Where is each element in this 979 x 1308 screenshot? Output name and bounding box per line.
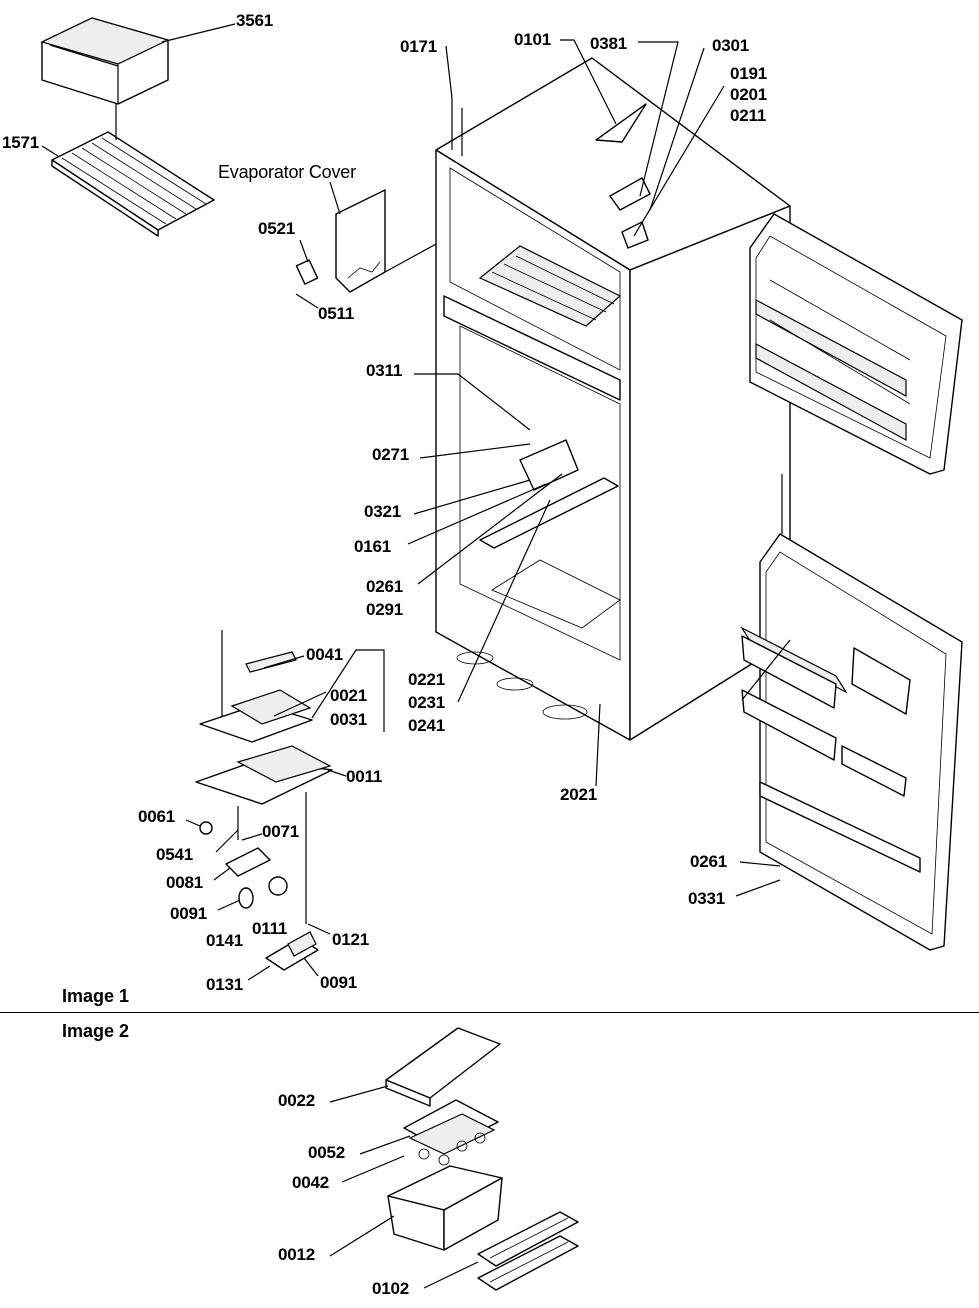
callout-0091-b: 0091 <box>320 973 358 992</box>
callout-0022: 0022 <box>278 1091 316 1110</box>
callout-0381: 0381 <box>590 34 628 53</box>
callout-0081: 0081 <box>166 873 204 892</box>
callout-0261-door: 0261 <box>690 852 728 871</box>
callout-0061: 0061 <box>138 807 176 826</box>
callout-0091-a: 0091 <box>170 904 208 923</box>
callout-0121: 0121 <box>332 930 370 949</box>
callout-0111: 0111 <box>252 919 288 938</box>
callout-0511: 0511 <box>318 304 355 323</box>
callout-0171: 0171 <box>400 37 438 56</box>
section-divider <box>0 1012 979 1013</box>
crisper-pan-3561 <box>40 17 170 105</box>
callout-0021-0031: 0021 0031 <box>330 686 368 729</box>
callout-0012: 0012 <box>278 1245 316 1264</box>
callout-0261-0291: 0261 0291 <box>366 577 404 619</box>
callout-0102: 0102 <box>372 1279 410 1298</box>
wire-shelf-1571 <box>51 104 215 237</box>
callout-2021: 2021 <box>560 785 598 804</box>
section-label-image-1: Image 1 <box>62 986 130 1006</box>
callout-0331: 0331 <box>688 889 726 908</box>
callout-1571: 1571 <box>2 133 40 152</box>
callout-0521: 0521 <box>258 219 296 238</box>
callout-0221-0231-0241: 0221 0231 0241 <box>408 670 446 735</box>
callout-0052: 0052 <box>308 1143 346 1162</box>
freezer-door <box>749 213 963 475</box>
callout-0301: 0301 <box>712 36 750 55</box>
callout-evaporator-cover: Evaporator Cover <box>218 162 356 182</box>
callout-0161: 0161 <box>354 537 392 556</box>
butter-dish-assembly <box>385 1027 503 1251</box>
ice-trays <box>477 1211 579 1291</box>
leader-lines <box>41 23 781 1289</box>
callout-0101: 0101 <box>514 30 552 49</box>
callout-0541: 0541 <box>156 845 194 864</box>
fresh-food-door <box>740 474 963 951</box>
section-label-image-2: Image 2 <box>62 1021 130 1041</box>
callout-0271: 0271 <box>372 445 410 464</box>
evaporator-cover <box>295 189 481 293</box>
callout-3561: 3561 <box>236 11 274 30</box>
callout-0071: 0071 <box>262 822 300 841</box>
callout-0311: 0311 <box>366 361 403 380</box>
control-assembly <box>195 630 385 971</box>
callout-0011: 0011 <box>346 767 383 786</box>
callout-0131: 0131 <box>206 975 244 994</box>
callout-0041: 0041 <box>306 645 344 664</box>
refrigerator-cabinet <box>435 57 791 741</box>
callout-0191-0201-0211: 0191 0201 0211 <box>730 64 768 125</box>
callout-0042: 0042 <box>292 1173 330 1192</box>
callout-0141: 0141 <box>206 931 244 950</box>
callout-0321: 0321 <box>364 502 402 521</box>
